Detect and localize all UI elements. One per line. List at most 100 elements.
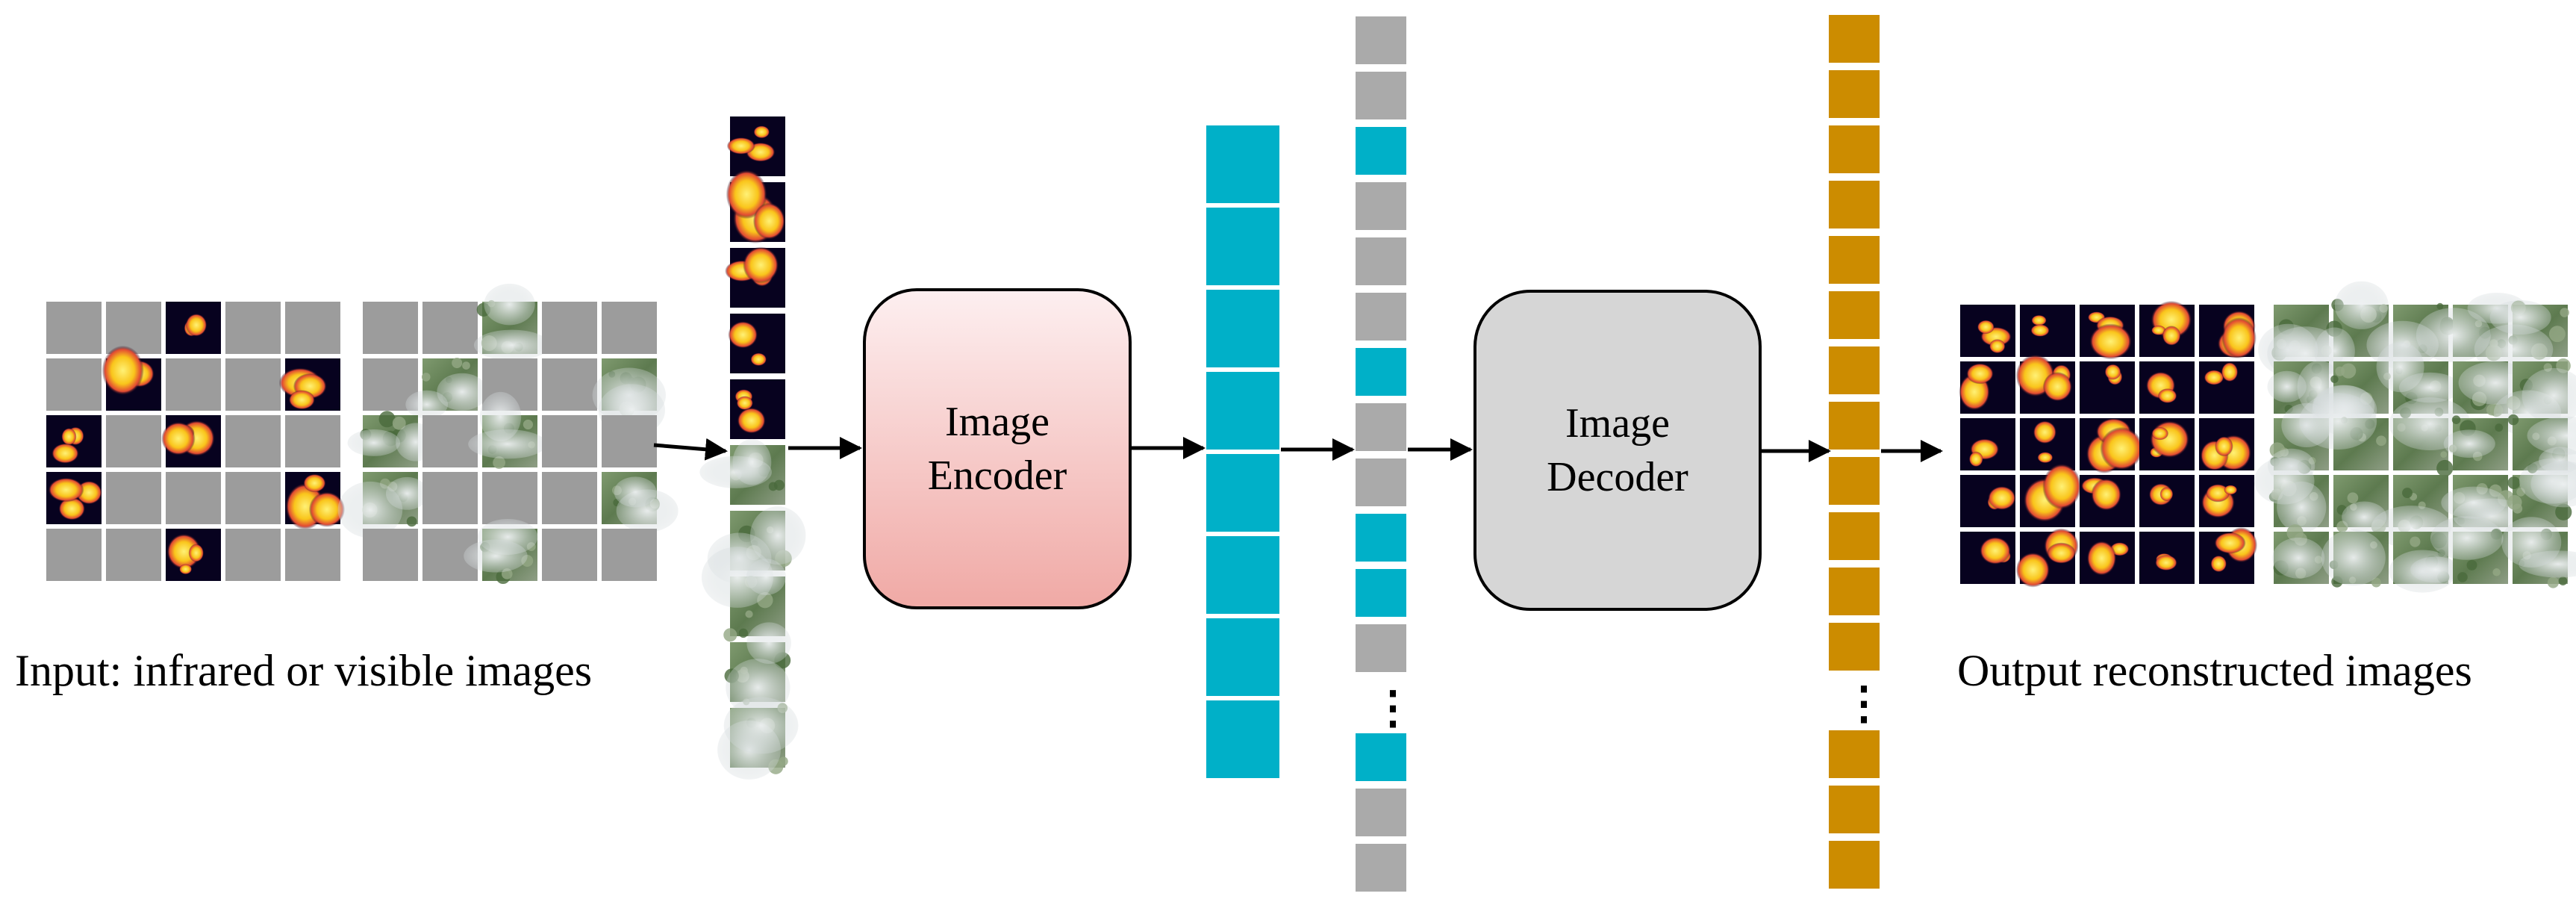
tree-canopy (2560, 308, 2569, 317)
masked-patch (285, 529, 340, 581)
fire-hotspot (179, 564, 193, 575)
fire-hotspot (102, 345, 144, 396)
masked-patch (225, 302, 281, 354)
decoded-token (1829, 291, 1880, 339)
masked-patch (106, 415, 161, 467)
tree-canopy (523, 419, 534, 430)
smoke-plume (2522, 367, 2576, 423)
fire-hotspot (752, 202, 786, 240)
fire-hotspot (2155, 554, 2177, 571)
smoke-plume (437, 373, 487, 411)
sequence-token (1356, 16, 1406, 64)
tree-canopy (2410, 536, 2421, 547)
smoke-plume (2443, 429, 2495, 458)
decoded-token-column (1829, 15, 1880, 889)
fire-hotspot (2215, 436, 2233, 457)
fire-hotspot (2042, 372, 2073, 402)
tree-canopy (2440, 451, 2448, 458)
tree-canopy (2507, 494, 2522, 510)
tree-canopy (2436, 459, 2454, 477)
fire-hotspot (726, 137, 755, 155)
decoder-line-1: Image (1565, 400, 1670, 447)
fire-hotspot (2221, 361, 2239, 382)
tree-canopy (406, 516, 417, 527)
masked-patch (46, 358, 102, 411)
sequence-token (1356, 624, 1406, 672)
masked-patch (225, 529, 281, 581)
smoke-plume (2430, 516, 2504, 560)
encoded-token (1206, 700, 1279, 778)
fire-hotspot (2151, 325, 2166, 335)
fire-hotspot (2150, 420, 2190, 458)
tree-canopy (2466, 559, 2477, 571)
fire-hotspot (2159, 487, 2174, 502)
fire-hotspot (161, 421, 196, 456)
masked-patch (602, 415, 657, 467)
sequence-token (1356, 403, 1406, 451)
decoded-token (1829, 512, 1880, 560)
smoke-plume (2398, 372, 2461, 403)
fire-hotspot (1989, 339, 2006, 354)
input-caption: Input: infrared or visible images (15, 646, 593, 695)
fire-hotspot (750, 352, 767, 367)
masked-patch (542, 529, 597, 581)
sequence-token (1356, 844, 1406, 892)
encoder-line-1: Image (945, 399, 1050, 445)
decoded-sequence-ellipsis: ⋮ (1841, 679, 1886, 728)
decoded-token (1829, 15, 1880, 63)
masked-patch (225, 415, 281, 467)
smoke-plume (468, 429, 547, 459)
tree-canopy (2402, 488, 2413, 499)
sequence-token (1356, 789, 1406, 836)
image-encoder-label: Image Encoder (864, 290, 1130, 608)
masked-patch (602, 302, 657, 354)
sequence-token (1356, 182, 1406, 230)
tree-canopy (2347, 492, 2359, 504)
masked-patch (46, 302, 102, 354)
smoke-plume (2334, 281, 2389, 329)
smoke-plume (2441, 486, 2507, 519)
masked-patch (363, 529, 418, 581)
smoke-plume (2277, 481, 2327, 533)
smoke-plume (732, 438, 772, 485)
image-decoder-label: Image Decoder (1475, 291, 1760, 609)
fire-hotspot (2204, 370, 2224, 385)
smoke-plume (746, 559, 786, 596)
masked-patch (225, 472, 281, 524)
smoke-plume (2530, 461, 2576, 508)
tree-canopy (493, 456, 505, 469)
decoded-token (1829, 402, 1880, 450)
tree-canopy (2451, 415, 2461, 424)
fire-hotspot (2089, 323, 2133, 360)
fire-hotspot (2015, 552, 2050, 588)
fire-hotspot (288, 390, 316, 410)
encoded-token-column (1206, 125, 1279, 778)
fire-hotspot (188, 544, 205, 562)
decoded-token (1829, 568, 1880, 615)
masked-patch (285, 415, 340, 467)
masked-patch (542, 302, 597, 354)
masked-patch (106, 302, 161, 354)
smoke-plume (2299, 393, 2377, 450)
smoke-plume (2410, 556, 2461, 583)
fire-hotspot (185, 313, 208, 337)
fire-hotspot (2100, 426, 2143, 470)
tree-canopy (462, 361, 470, 370)
fire-hotspot (58, 497, 86, 520)
encoded-token (1206, 454, 1279, 532)
fire-hotspot (61, 428, 77, 446)
encoded-token (1206, 290, 1279, 367)
masked-patch (285, 302, 340, 354)
fire-hotspot (728, 321, 758, 349)
masked-patch (225, 358, 281, 411)
fire-hotspot (2091, 478, 2122, 511)
tree-canopy (2495, 423, 2504, 432)
tree-canopy (2335, 366, 2345, 376)
tree-canopy (2457, 572, 2468, 582)
tree-canopy (768, 482, 778, 491)
fire-hotspot (2210, 555, 2227, 573)
masked-patch (46, 529, 102, 581)
smoke-plume (2272, 537, 2325, 579)
